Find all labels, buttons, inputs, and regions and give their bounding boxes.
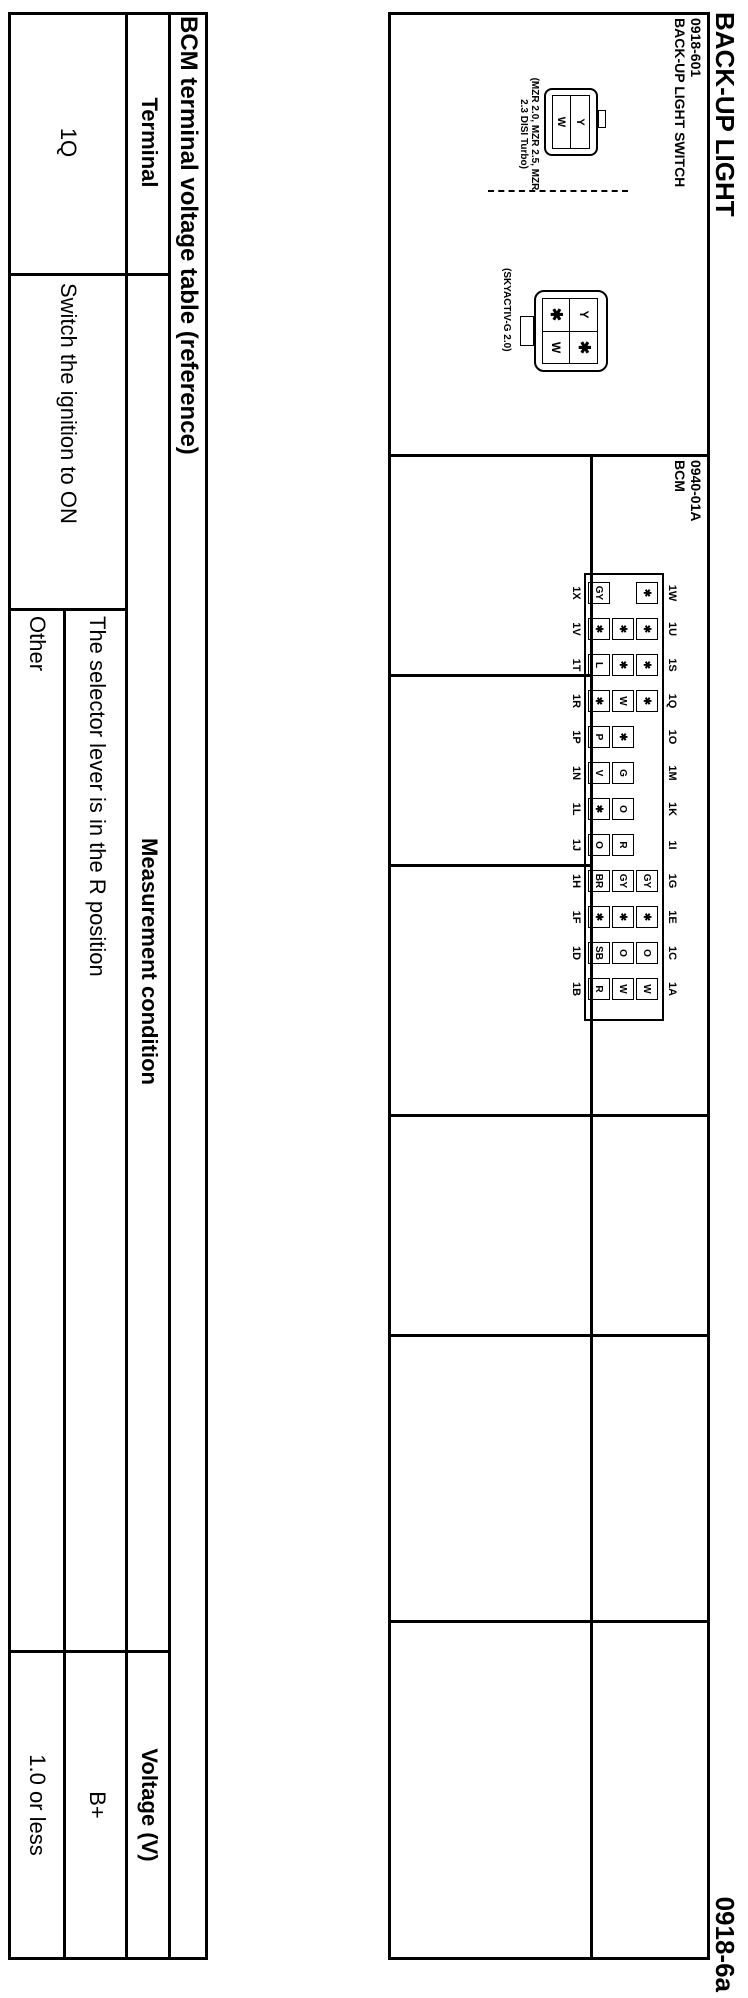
bcm-pin-row2: ✱ [612, 654, 634, 676]
bcm-pin-row3: ✱ [588, 906, 610, 928]
bcm-pin-row2: ✱ [612, 726, 634, 748]
bcm-pin-row2: W [612, 690, 634, 712]
bcm-pin-row3: ✱ [588, 618, 610, 640]
bcm-pin-row2: G [612, 762, 634, 784]
bcm-bottom-label: 1B [570, 981, 582, 997]
bcm-pin-row1: ✱ [636, 654, 658, 676]
bcm-pin-row2: ✱ [612, 618, 634, 640]
bcm-top-label: 1S [666, 658, 678, 672]
bcm-bottom-label: 1P [570, 730, 582, 744]
variant-divider [488, 190, 628, 192]
bcm-pin-row3: BR [588, 870, 610, 892]
bcm-pin-row1: GY [636, 870, 658, 892]
bcm-pin-row3: O [588, 834, 610, 856]
cell-terminal: 1Q [56, 127, 81, 158]
bcm-bottom-label: 1H [570, 873, 582, 889]
header-voltage: Voltage (V) [137, 1748, 163, 1862]
bcm-top-label: 1E [666, 910, 678, 924]
switch-connector-name: BACK-UP LIGHT SWITCH [672, 18, 688, 188]
header-condition: Measurement condition [137, 838, 163, 1085]
cell-voltage-2: 1.0 or less [25, 1754, 50, 1856]
bcm-pin-row1: O [636, 942, 658, 964]
bcm-bottom-label: 1D [570, 945, 582, 961]
switch-connector-code: 0918-601 [688, 18, 704, 78]
bcm-bottom-label: 1J [570, 838, 582, 852]
bcm-pin-row3: ✱ [588, 798, 610, 820]
bcm-pin-row2: R [612, 834, 634, 856]
bcm-top-label: 1W [666, 584, 678, 602]
cell-condition-sub-1: The selector lever is in the R position [85, 616, 110, 977]
bcm-pin-row2: W [612, 978, 634, 1000]
bcm-pin-row1: ✱ [636, 582, 658, 604]
bcm-pin-row2: O [612, 942, 634, 964]
bcm-bottom-label: 1R [570, 693, 582, 709]
bcm-pin-row2: GY [612, 870, 634, 892]
bcm-pin-row3: SB [588, 942, 610, 964]
bcm-bottom-label: 1V [570, 622, 582, 636]
bcm-bottom-label: 1N [570, 765, 582, 781]
bcm-top-label: 1U [666, 621, 678, 637]
bcm-pin-row3: L [588, 654, 610, 676]
cell-condition-main: Switch the ignition to ON [56, 283, 81, 524]
bcm-pin-row3: P [588, 726, 610, 748]
bcm-top-label: 1C [666, 945, 678, 961]
bcm-connector-name: BCM [672, 460, 688, 492]
switch-variant1-note: (MZR 2.0, MZR 2.5, MZR 2.3 DISI Turbo) [518, 77, 540, 191]
bcm-bottom-label: 1L [570, 802, 582, 816]
bcm-pin-row1: ✱ [636, 618, 658, 640]
bcm-top-label: 1K [666, 801, 678, 817]
bcm-bottom-label: 1F [570, 910, 582, 924]
bcm-pin-row3: R [588, 978, 610, 1000]
bcm-top-label: 1G [666, 873, 678, 889]
bcm-pin-row1: W [636, 978, 658, 1000]
bcm-top-label: 1Q [666, 693, 678, 709]
bcm-top-label: 1I [666, 840, 678, 850]
bcm-pin-row3: V [588, 762, 610, 784]
cell-condition-sub-2: Other [25, 616, 50, 672]
table-title: BCM terminal voltage table (reference) [175, 16, 202, 455]
page-code: 0918-6a [710, 1896, 740, 1992]
cell-voltage-1: B+ [85, 1791, 110, 1819]
bcm-top-label: 1A [666, 981, 678, 997]
switch-variant2-note: (SKYACTIV-G 2.0) [501, 268, 512, 352]
bcm-pin-row3: GY [588, 582, 610, 604]
bcm-top-label: 1O [666, 729, 678, 745]
header-terminal: Terminal [137, 97, 163, 188]
page-title: BACK-UP LIGHT [710, 12, 740, 217]
bcm-pin-row2: ✱ [612, 906, 634, 928]
bcm-connector-code: 0940-01A [688, 460, 704, 522]
bcm-bottom-label: 1T [570, 658, 582, 672]
bcm-top-label: 1M [666, 765, 678, 781]
bcm-pin-row1: ✱ [636, 906, 658, 928]
bcm-pin-row2: O [612, 798, 634, 820]
bcm-bottom-label: 1X [570, 586, 582, 600]
bcm-pin-row1: ✱ [636, 690, 658, 712]
bcm-pin-row3: ✱ [588, 690, 610, 712]
